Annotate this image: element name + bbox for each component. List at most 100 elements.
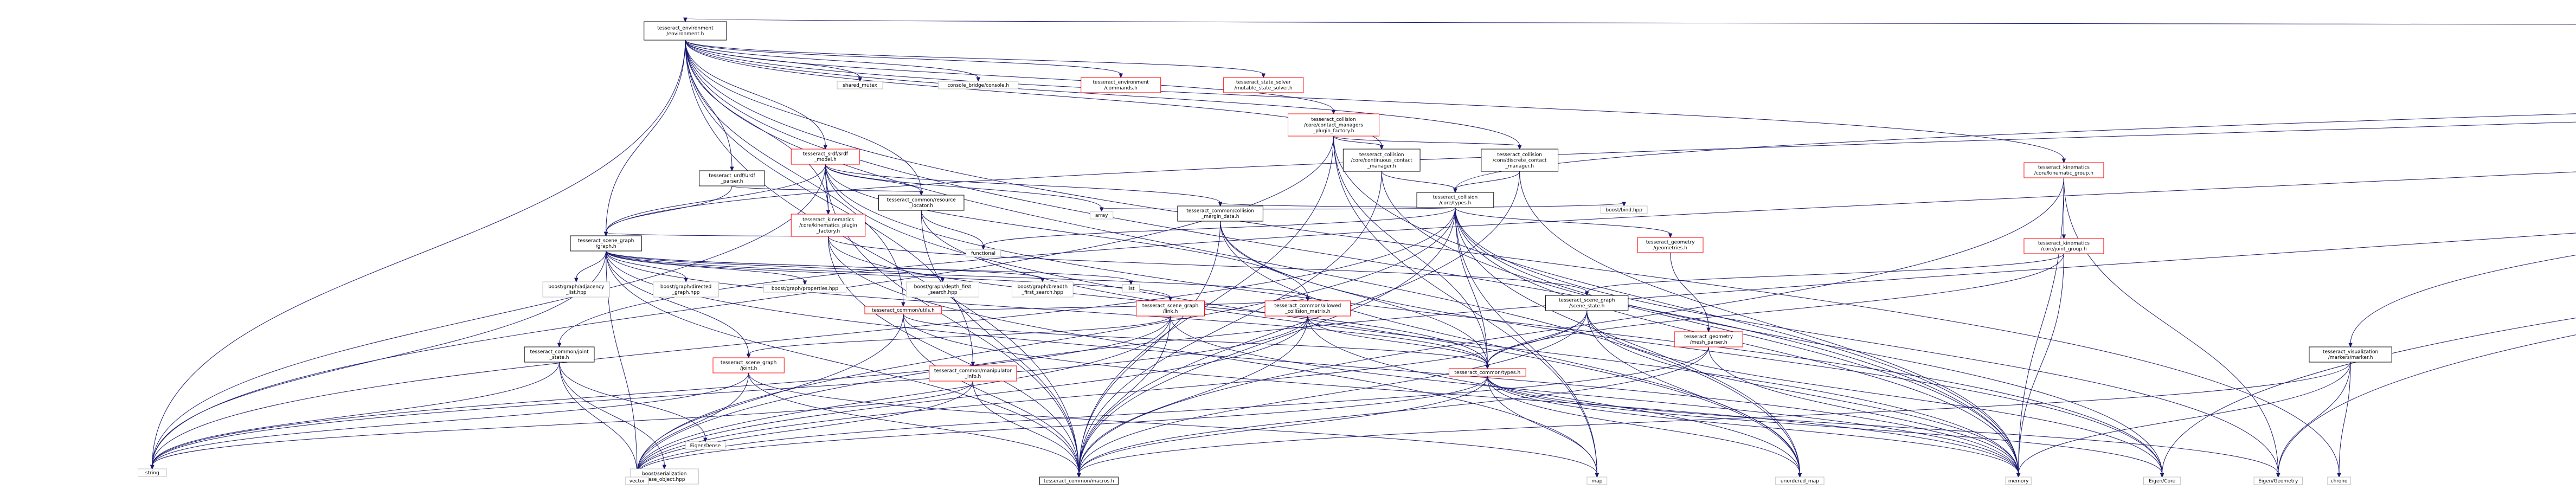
node-label-line: tesseract_common/types.h — [1454, 370, 1520, 376]
node-label-line: chrono — [2331, 479, 2348, 484]
node-joint-state[interactable]: tesseract_common/joint_state.h — [524, 346, 595, 363]
include-edge-root-to-joint_state — [557, 171, 2576, 348]
include-edge-srdf_model-to-array — [825, 164, 1104, 212]
include-edge-joint_state-to-vector — [559, 362, 639, 478]
node-cm-factory[interactable]: tesseract_collision/core/contact_manager… — [1288, 113, 1379, 137]
node-label-line: functional — [971, 251, 995, 256]
node-sg-joint[interactable]: tesseract_scene_graph/joint.h — [712, 357, 785, 373]
node-srdf-model[interactable]: tesseract_srdf/srdf_model.h — [791, 149, 860, 165]
node-geometries[interactable]: tesseract_geometry/geometries.h — [1637, 237, 1704, 253]
include-edge-env-to-macros — [685, 40, 1081, 478]
include-edge-joint_group-to-memory — [2016, 253, 2064, 478]
include-edge-srdf_model-to-allowed — [825, 164, 1310, 302]
node-state-solver[interactable]: tesseract_state_solver/mutable_state_sol… — [1223, 77, 1304, 93]
node-label-line: /environment.h — [666, 31, 704, 37]
include-edge-sg_joint-to-string — [150, 372, 749, 470]
include-edge-mesh_parser-to-memory — [1708, 346, 2021, 478]
include-edge-env-to-continuous — [685, 40, 1384, 150]
include-edge-joint_group-to-common_types — [1485, 253, 2064, 370]
include-edge-env-to-state_solver — [685, 40, 1265, 79]
node-continuous[interactable]: tesseract_collision/core/continuous_cont… — [1342, 149, 1421, 172]
include-edge-coll_types-to-eigen_geometry — [1455, 207, 2281, 478]
node-coll-types[interactable]: tesseract_collision/core/types.h — [1416, 192, 1494, 208]
node-label-line: tesseract_scene_graph — [1559, 298, 1615, 304]
node-console-bridge: console_bridge/console.h — [938, 81, 1019, 89]
include-edge-allowed-to-vector — [635, 315, 1308, 478]
node-label-line: map — [1591, 479, 1602, 484]
node-list: list — [1122, 284, 1140, 293]
node-macros[interactable]: tesseract_common/macros.h — [1039, 476, 1119, 485]
include-edge-margin-to-unordered_map — [1220, 221, 1802, 478]
node-label-line: unordered_map — [1781, 479, 1819, 484]
include-edge-env-to-srdf_model — [685, 40, 827, 150]
node-label-line: array — [1095, 213, 1108, 218]
include-edge-marker-to-chrono — [2337, 362, 2351, 478]
node-label-line: /core/kinematic_group.h — [2034, 171, 2093, 176]
include-edge-kin_group-to-memory — [2016, 177, 2064, 478]
node-discrete[interactable]: tesseract_collision/core/discrete_contac… — [1481, 149, 1559, 172]
node-label-line: /mesh_parser.h — [1690, 340, 1727, 345]
node-urdf-parser[interactable]: tesseract_urdf/urdf_parser.h — [699, 170, 765, 186]
include-edge-coll_types-to-unordered_map — [1455, 207, 1802, 478]
node-resource[interactable]: tesseract_common/resource_locator.h — [878, 195, 965, 211]
node-label-line: _list.hpp — [566, 290, 587, 295]
node-label-line: /base_object.hpp — [644, 477, 685, 482]
node-label-line: tesseract_common/macros.h — [1044, 479, 1114, 484]
node-utils[interactable]: tesseract_common/utils.h — [864, 306, 942, 314]
node-graph[interactable]: tesseract_scene_graph/graph.h — [570, 235, 642, 252]
node-marker[interactable]: tesseract_visualization/markers/marker.h — [2309, 346, 2392, 363]
include-edge-env-to-console_bridge — [685, 40, 980, 82]
node-joint-group[interactable]: tesseract_kinematics/core/joint_group.h — [2023, 238, 2104, 254]
node-common-types[interactable]: tesseract_common/types.h — [1448, 368, 1526, 377]
include-edge-joint_state-to-base_object — [559, 362, 667, 470]
node-label-line: tesseract_environment — [1093, 80, 1149, 86]
node-label-line: /scene_state.h — [1569, 304, 1604, 309]
node-label-line: Eigen/Geometry — [2258, 479, 2298, 484]
node-array: array — [1090, 211, 1114, 220]
node-env-commands[interactable]: tesseract_environment/commands.h — [1081, 77, 1161, 93]
include-edge-env-to-kin_factory — [685, 40, 831, 215]
node-mesh-parser[interactable]: tesseract_geometry/mesh_parser.h — [1674, 331, 1743, 347]
node-label-line: console_bridge/console.h — [947, 83, 1009, 88]
node-env[interactable]: tesseract_environment/environment.h — [644, 21, 727, 41]
include-edge-graph-to-b_prop — [606, 250, 807, 286]
node-label-line: tesseract_common/allowed — [1274, 304, 1341, 309]
node-scene-state[interactable]: tesseract_scene_graph/scene_state.h — [1545, 295, 1629, 311]
node-label-line: tesseract_common/manipulator — [934, 369, 1012, 374]
node-label-line: /geometries.h — [1653, 246, 1687, 251]
node-label-line: _model.h — [814, 157, 837, 163]
node-link[interactable]: tesseract_scene_graph/link.h — [1136, 300, 1205, 317]
node-label-line: _manager.h — [1505, 164, 1534, 169]
include-edge-root-to-eigen_geometry — [2276, 334, 2576, 478]
include-edge-joint_state-to-string — [150, 362, 560, 470]
node-label-line: /core/continuous_contact — [1351, 158, 1413, 163]
include-edge-continuous-to-memory — [1381, 171, 2021, 478]
node-label-line: /link.h — [1163, 309, 1178, 314]
include-edge-srdf_model-to-macros — [825, 164, 1081, 478]
node-allowed[interactable]: tesseract_common/allowed_collision_matri… — [1264, 300, 1351, 317]
node-manip-info[interactable]: tesseract_common/manipulator_info.h — [929, 365, 1017, 382]
node-label-line: /markers/marker.h — [2328, 355, 2373, 360]
node-label-line: /core/discrete_contact — [1493, 158, 1547, 163]
node-kin-factory[interactable]: tesseract_kinematics/core/kinematics_plu… — [791, 214, 866, 237]
node-label-line: vector — [629, 479, 645, 484]
header-nodes: tesseract_visualization/include/tesserac… — [138, 21, 2392, 485]
node-label-line: boost/serialization — [642, 472, 686, 477]
include-edge-sg_joint-to-macros — [748, 372, 1081, 478]
node-b-prop: boost/graph/properties.hpp — [763, 284, 847, 293]
node-label-line: _search.hpp — [927, 290, 958, 295]
include-edge-root-to-marker — [2348, 255, 2576, 348]
include-edge-env-to-env_commands — [685, 40, 1123, 79]
node-label-line: /joint.h — [740, 366, 757, 371]
node-kin-group[interactable]: tesseract_kinematics/core/kinematic_grou… — [2023, 162, 2104, 178]
node-chrono: chrono — [2327, 476, 2351, 485]
node-eigen-geometry: Eigen/Geometry — [2253, 476, 2303, 485]
node-label-line: boost/graph/breadth — [1017, 285, 1068, 290]
node-label-line: tesseract_kinematics — [2038, 165, 2090, 171]
node-label-line: boost/graph/adjacency — [548, 285, 605, 290]
include-edge-link-to-memory — [1170, 315, 2021, 478]
node-margin[interactable]: tesseract_common/collision_margin_data.h — [1177, 205, 1263, 222]
include-edge-graph-to-b_depth — [606, 250, 945, 283]
node-label-line: tesseract_collision — [1433, 195, 1478, 201]
include-edge-env-to-string — [150, 40, 686, 470]
